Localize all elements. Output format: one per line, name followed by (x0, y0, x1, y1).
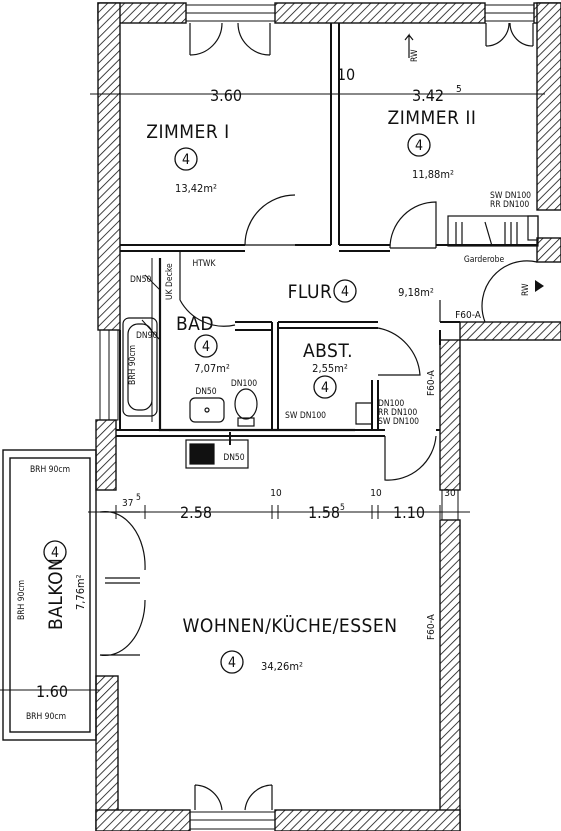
room-area-zimmer2: 11,88m² (412, 168, 454, 181)
rw-arrow-up (404, 33, 414, 58)
dim-mid-right: 30 (444, 488, 456, 499)
dim-mid-wall1: 10 (270, 488, 282, 499)
room-area-zimmer1: 13,42m² (175, 182, 217, 195)
door-swings (99, 22, 538, 811)
label-dn50-a: DN50 (130, 275, 151, 285)
room-number-wohnen: 4 (228, 655, 236, 671)
dim-top-wall: 10 (337, 65, 355, 84)
room-name-balkon: BALKON (45, 558, 67, 630)
label-dn50-sink: DN50 (223, 453, 244, 463)
room-name-zimmer2: ZIMMER II (388, 107, 477, 129)
label-garderobe: Garderobe (464, 255, 505, 265)
room-area-balkon: 7,76m² (74, 574, 87, 610)
washbasin (189, 397, 225, 423)
dimension-lines (0, 85, 545, 698)
room-name-bad: BAD (176, 313, 214, 335)
dim-mid-2: 1.58 (308, 503, 340, 522)
room-number-flur: 4 (341, 284, 349, 300)
room-name-zimmer1: ZIMMER I (146, 121, 229, 143)
dim-top-right: 3.42 (412, 86, 444, 105)
room-circles (43, 133, 431, 674)
label-f60a-3: F60-A (426, 613, 437, 640)
label-sw-dn100-a: SW DN100 (490, 191, 531, 201)
room-number-balkon: 4 (51, 545, 59, 561)
room-area-abst: 2,55m² (312, 362, 348, 375)
dim-mid-wall2: 10 (370, 488, 382, 499)
dim-mid-2-sup: 5 (340, 503, 345, 513)
rw-arrow-right (535, 280, 544, 292)
label-brh-90cm-top: BRH 90cm (30, 465, 70, 475)
room-name-abst: ABST. (303, 340, 353, 362)
room-area-bad: 7,07m² (194, 362, 230, 375)
fixtures (122, 215, 539, 469)
room-number-zimmer1: 4 (182, 152, 190, 168)
windows (99, 4, 535, 830)
label-rr-dn100-a: RR DN100 (490, 200, 529, 210)
room-number-abst: 4 (321, 380, 329, 396)
label-rw-right: RW (521, 283, 531, 296)
label-brh-90cm-bottom: BRH 90cm (26, 712, 66, 722)
toilet (234, 388, 258, 420)
label-uk-decke: UK Decke (165, 263, 175, 300)
dim-mid-offset: 37 (122, 498, 133, 509)
room-name-flur: FLUR (288, 281, 333, 303)
label-sw-dn100-c: SW DN100 (378, 417, 419, 427)
kitchen-sink (185, 439, 249, 469)
label-dn90: DN90 (136, 331, 157, 341)
label-dn100-wc: DN100 (231, 379, 257, 389)
dim-top-right-sup: 5 (456, 84, 462, 95)
bathtub (122, 317, 158, 417)
label-rw-top: RW (410, 49, 420, 62)
label-rr-dn100-c: RR DN100 (378, 408, 417, 418)
dim-mid-offset-sup: 5 (136, 493, 141, 503)
balcony-outline (2, 449, 97, 741)
label-f60a-1: F60-A (455, 310, 482, 321)
dim-balcony-width: 1.60 (36, 682, 68, 701)
label-dn50-b: DN50 (195, 387, 216, 397)
label-dn100-c: DN100 (378, 399, 404, 409)
label-f60a-2: F60-A (426, 369, 437, 396)
room-area-wohnen: 34,26m² (261, 660, 303, 673)
label-htwk: HTWK (193, 259, 217, 269)
dim-mid-3: 1.10 (393, 503, 425, 522)
room-area-flur: 9,18m² (398, 286, 434, 299)
room-name-wohnen: WOHNEN/KÜCHE/ESSEN (182, 614, 397, 637)
label-sw-dn100-b: SW DN100 (285, 411, 326, 421)
room-number-bad: 4 (202, 339, 210, 355)
label-brh-90cm-left: BRH 90cm (17, 580, 27, 620)
label-brh-90cm-bath: BRH 90cm (128, 345, 138, 385)
dim-mid-1: 2.58 (180, 503, 212, 522)
exterior-walls (95, 2, 561, 831)
dim-top-left: 3.60 (210, 86, 242, 105)
room-number-zimmer2: 4 (415, 138, 423, 154)
